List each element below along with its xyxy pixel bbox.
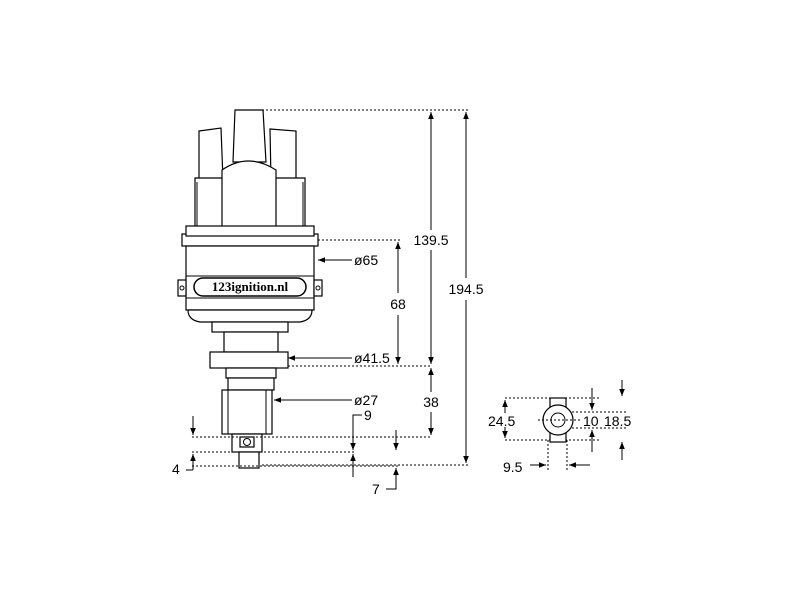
brand-label: 123ignition.nl	[212, 279, 289, 294]
shaft-end-view	[502, 380, 628, 470]
dim-height-7: 7	[372, 481, 380, 497]
dim-height-68: 68	[390, 296, 406, 312]
dim-height-139-5: 139.5	[413, 232, 448, 248]
dim-height-38: 38	[423, 394, 439, 410]
dim-side-24-5: 24.5	[488, 413, 515, 429]
distributor-housing	[177, 225, 323, 469]
dim-diameter-27: ø27	[354, 392, 378, 408]
dim-side-10: 10	[583, 413, 599, 429]
dim-height-9: 9	[364, 407, 372, 423]
dim-height-4: 4	[172, 461, 180, 477]
dim-diameter-65: ø65	[354, 252, 378, 268]
extension-lines	[192, 109, 468, 467]
dim-height-194-5: 194.5	[448, 281, 483, 297]
dim-diameter-41-5: ø41.5	[354, 350, 390, 366]
dimension-lines	[186, 112, 469, 490]
brand-plate: 123ignition.nl	[193, 277, 307, 297]
dim-side-18-5: 18.5	[604, 413, 631, 429]
dimension-labels: ø65 ø41.5 ø27 68 139.5 194.5 38 9 4 7 24…	[172, 232, 631, 497]
distributor-cap	[194, 109, 306, 229]
dim-side-9-5: 9.5	[503, 459, 523, 475]
